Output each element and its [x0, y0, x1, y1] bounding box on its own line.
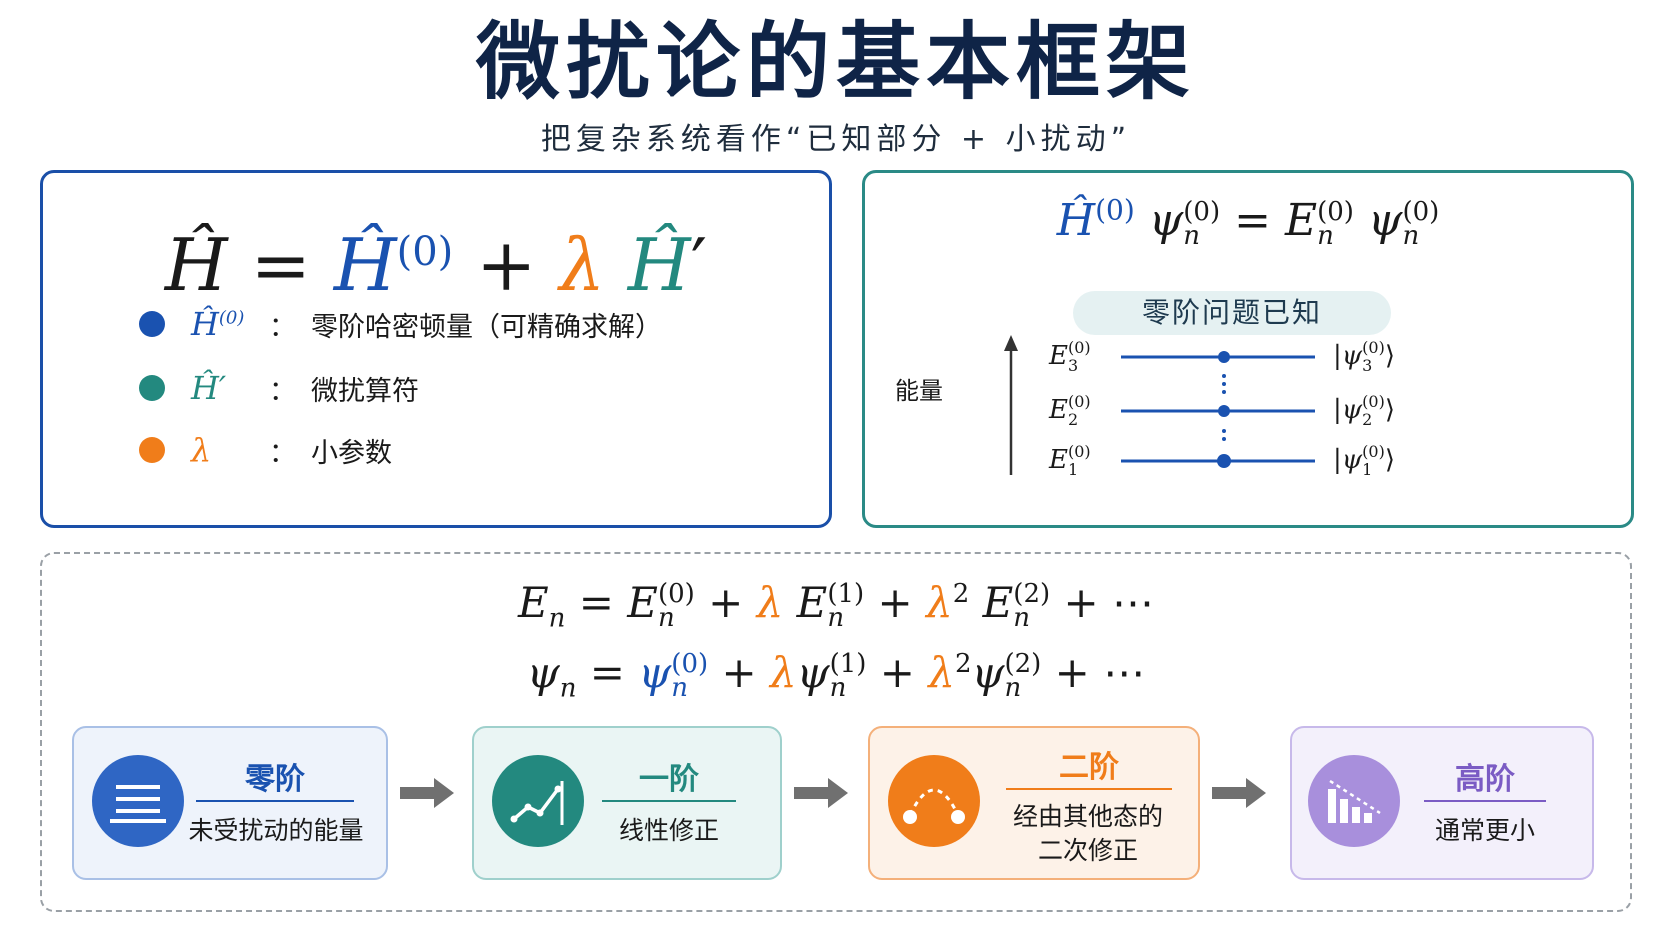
- line-chart-icon: [492, 755, 584, 847]
- card-first-order: 一阶 线性修正: [472, 726, 782, 880]
- state-label-1: |ψ(0)1⟩: [1333, 442, 1395, 479]
- energy-label-3: E(0)3: [1049, 338, 1091, 375]
- energy-axis-label: 能量: [895, 377, 943, 405]
- blue-dot-icon: [139, 311, 165, 337]
- legend-symbol: λ: [191, 431, 212, 469]
- level-dot-2: [1218, 405, 1230, 417]
- card-title: 高阶: [1455, 762, 1515, 797]
- wavefunction-expansion-equation: ψn = ψ(0)n + λψ(1)n + λ2ψ(2)n + ⋯: [526, 648, 1146, 704]
- legend-colon: ：: [269, 437, 296, 469]
- zeroth-order-panel: Ĥ(0) ψ(0)n = E(0)n ψ(0)n 零阶问题已知 能量 E(0)3…: [862, 170, 1634, 528]
- card-title: 二阶: [1059, 750, 1119, 785]
- card-desc: 经由其他态的 二次修正: [1012, 802, 1163, 865]
- energy-label-1: E(0)1: [1049, 442, 1091, 479]
- orange-dot-icon: [139, 437, 165, 463]
- known-badge: 零阶问题已知: [1073, 291, 1391, 335]
- level-dot-3: [1218, 351, 1230, 363]
- hamiltonian-equation: Ĥ = Ĥ(0) + λ Ĥ′: [164, 223, 708, 307]
- state-label-2: |ψ(0)2⟩: [1333, 392, 1395, 429]
- card-second-order: 二阶 经由其他态的 二次修正: [868, 726, 1200, 880]
- page-title: 微扰论的基本框架: [475, 13, 1196, 111]
- state-label-3: |ψ(0)3⟩: [1333, 338, 1395, 375]
- arrow-right-icon: [794, 778, 848, 808]
- card-divider: [1006, 788, 1172, 790]
- legend-item-zeroth: Ĥ(0) ： 零阶哈密顿量（可精确求解）: [139, 299, 662, 349]
- schrodinger-equation: Ĥ(0) ψ(0)n = E(0)n ψ(0)n: [1056, 193, 1440, 251]
- legend-item-lambda: λ ： 小参数: [139, 425, 392, 475]
- card-higher-order: 高阶 通常更小: [1290, 726, 1594, 880]
- legend-colon: ：: [269, 375, 296, 407]
- level-dot-1: [1217, 454, 1231, 468]
- energy-level-diagram: [1004, 335, 1315, 475]
- legend-text: 小参数: [311, 437, 392, 469]
- arrow-right-icon: [400, 778, 454, 808]
- energy-label-2: E(0)2: [1049, 392, 1091, 429]
- hamiltonian-panel: Ĥ = Ĥ(0) + λ Ĥ′ Ĥ(0) ： 零阶哈密顿量（可精确求解） Ĥ′ …: [40, 170, 832, 528]
- legend-item-perturbation: Ĥ′ ： 微扰算符: [139, 363, 419, 413]
- teal-dot-icon: [139, 375, 165, 401]
- legend-colon: ：: [269, 311, 296, 343]
- card-zeroth-order: 零阶 未受扰动的能量: [72, 726, 388, 880]
- card-divider: [1424, 800, 1546, 802]
- card-desc: 线性修正: [618, 816, 719, 845]
- lines-icon: [92, 755, 184, 847]
- card-divider: [602, 800, 736, 802]
- arc-icon: [888, 755, 980, 847]
- legend-symbol: Ĥ(0): [191, 305, 245, 343]
- legend-text: 微扰算符: [311, 375, 419, 407]
- expansion-panel: En = E(0)n + λ E(1)n + λ2 E(2)n + ⋯ ψn =…: [40, 552, 1632, 912]
- legend-text: 零阶哈密顿量（可精确求解）: [311, 311, 662, 343]
- legend-symbol: Ĥ′: [191, 369, 227, 407]
- card-desc: 未受扰动的能量: [188, 816, 364, 845]
- card-title: 一阶: [639, 762, 699, 797]
- energy-expansion-equation: En = E(0)n + λ E(1)n + λ2 E(2)n + ⋯: [517, 578, 1155, 634]
- card-title: 零阶: [245, 762, 305, 797]
- page-subtitle: 把复杂系统看作“已知部分 + 小扰动”: [540, 122, 1132, 157]
- card-divider: [196, 800, 354, 802]
- axis-arrowhead-icon: [1004, 335, 1018, 351]
- bar-chart-icon: [1308, 755, 1400, 847]
- card-desc: 通常更小: [1434, 816, 1535, 845]
- arrow-right-icon: [1212, 778, 1266, 808]
